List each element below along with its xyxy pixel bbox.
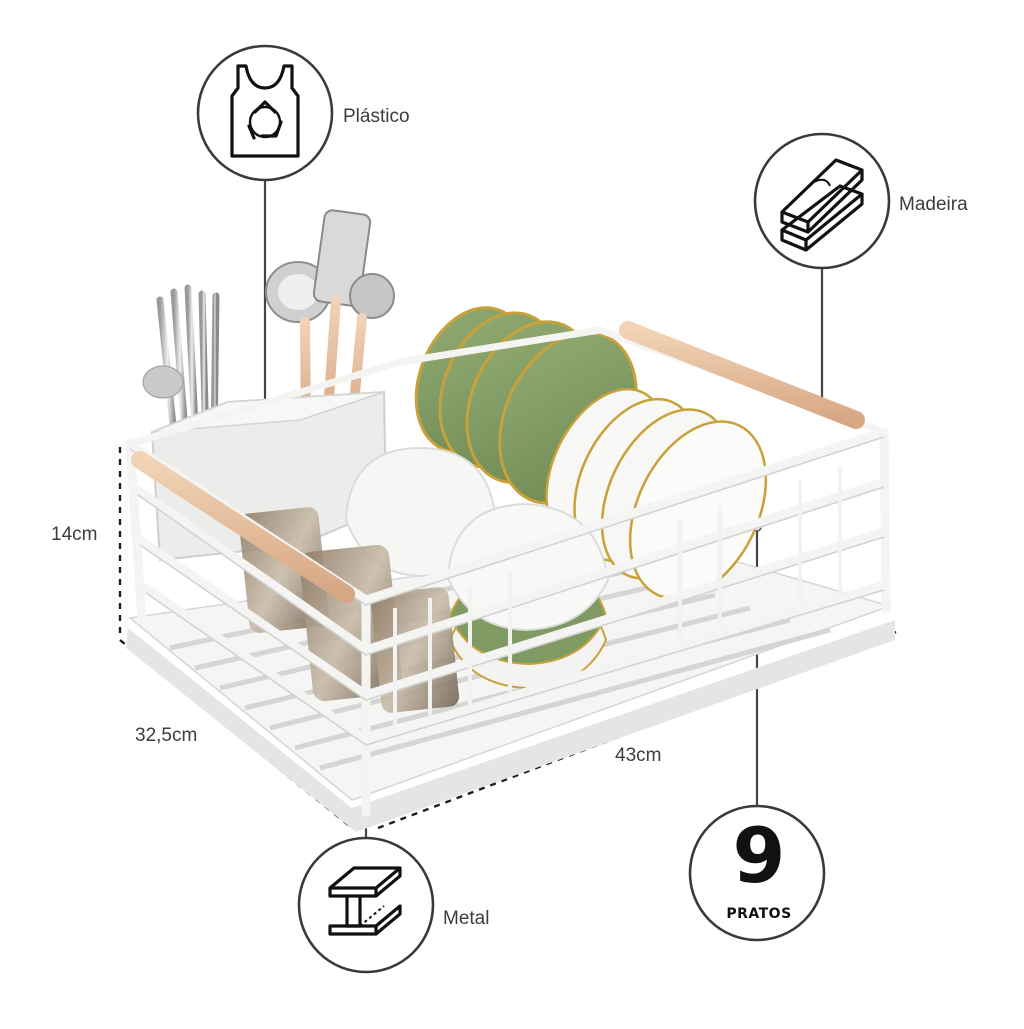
dimension-depth: 32,5cm: [135, 725, 198, 746]
wooden-handles: [131, 321, 865, 603]
white-plates: [545, 387, 768, 600]
wood-planks-icon: [780, 158, 864, 252]
capacity-unit: PRATOS: [726, 906, 792, 922]
steel-beam-icon: [328, 866, 402, 936]
material-label-plastic: Plástico: [343, 106, 410, 127]
dimension-width: 43cm: [615, 745, 662, 766]
front-wires: [393, 466, 842, 730]
material-label-wood: Madeira: [899, 194, 968, 215]
recycle-bag-icon: [230, 64, 300, 158]
capacity-number: 9: [732, 811, 786, 900]
dimension-height: 14cm: [51, 524, 98, 545]
material-label-metal: Metal: [443, 908, 490, 929]
